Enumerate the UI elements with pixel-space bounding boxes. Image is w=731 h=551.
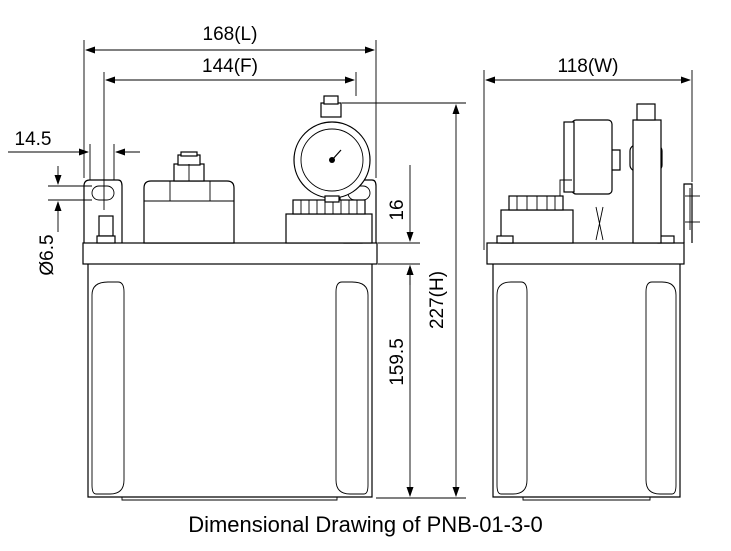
dimension-lines bbox=[8, 40, 700, 499]
front-view bbox=[82, 95, 378, 501]
side-gauge bbox=[571, 119, 613, 195]
front-bolt-left bbox=[96, 215, 116, 244]
front-reservoir bbox=[87, 264, 373, 498]
front-top-plate bbox=[82, 242, 378, 265]
front-pump-block bbox=[143, 180, 235, 244]
side-reservoir-window-left bbox=[496, 281, 528, 495]
side-top-plate bbox=[486, 242, 685, 265]
dim-cap-height-label: 16 bbox=[387, 199, 408, 220]
side-vertical-pipe bbox=[632, 119, 662, 244]
drawing-caption: Dimensional Drawing of PNB-01-3-0 bbox=[188, 512, 543, 537]
front-filler-cap bbox=[285, 199, 373, 244]
side-reservoir-window-right bbox=[645, 281, 677, 495]
dim-f-spacing-label: 144(F) bbox=[202, 56, 258, 77]
pressure-gauge-icon bbox=[293, 95, 371, 203]
front-reservoir-window-left bbox=[91, 281, 125, 495]
dim-width-label: 118(W) bbox=[558, 56, 619, 77]
side-view bbox=[486, 103, 693, 501]
front-reservoir-window-right bbox=[335, 281, 369, 495]
dim-hole-diameter-label: Ø6.5 bbox=[37, 234, 58, 275]
front-outlet-fitting bbox=[173, 151, 205, 182]
side-reservoir bbox=[492, 264, 681, 498]
dimension-labels: 168(L) 144(F) 118(W) 14.5 227(H) 159.5 1… bbox=[15, 24, 619, 386]
dim-hole-offset-label: 14.5 bbox=[15, 129, 52, 150]
dim-height-label: 227(H) bbox=[427, 271, 448, 329]
dim-reservoir-height-label: 159.5 bbox=[387, 338, 408, 386]
front-slot-left bbox=[91, 185, 115, 201]
dim-length-label: 168(L) bbox=[203, 24, 258, 45]
